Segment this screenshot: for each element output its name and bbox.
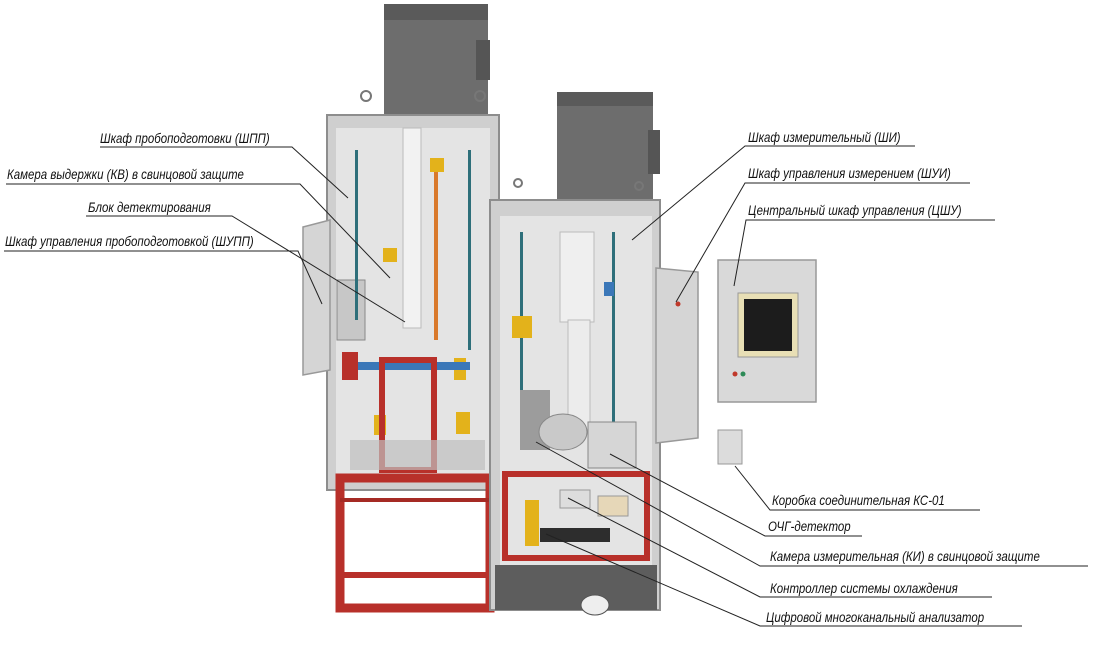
central-control-cabinet [717, 259, 817, 403]
label-measuring-cabinet: Шкаф измерительный (ШИ) [748, 129, 901, 145]
label-junction-box: Коробка соединительная КС-01 [772, 492, 945, 508]
sample-prep-cabinet [302, 4, 500, 613]
label-sample-prep-cabinet: Шкаф пробоподготовки (ШПП) [100, 130, 270, 146]
label-sample-prep-control-cabinet: Шкаф управления пробоподготовкой (ШУПП) [5, 233, 254, 249]
label-measuring-chamber: Камера измерительная (КИ) в свинцовой за… [770, 548, 1040, 564]
label-central-control-cabinet: Центральный шкаф управления (ЦШУ) [748, 202, 962, 218]
junction-box [717, 429, 743, 465]
label-cooling-controller: Контроллер системы охлаждения [770, 580, 958, 596]
label-hpge-detector: ОЧГ-детектор [768, 518, 851, 534]
label-measurement-control-cabinet: Шкаф управления измерением (ШУИ) [748, 165, 951, 181]
label-holding-chamber: Камера выдержки (КВ) в свинцовой защите [7, 166, 244, 182]
label-detection-unit: Блок детектирования [88, 199, 211, 215]
label-digital-analyzer: Цифровой многоканальный анализатор [766, 609, 985, 625]
leader-lines [4, 145, 1088, 627]
measuring-cabinet [489, 92, 699, 616]
